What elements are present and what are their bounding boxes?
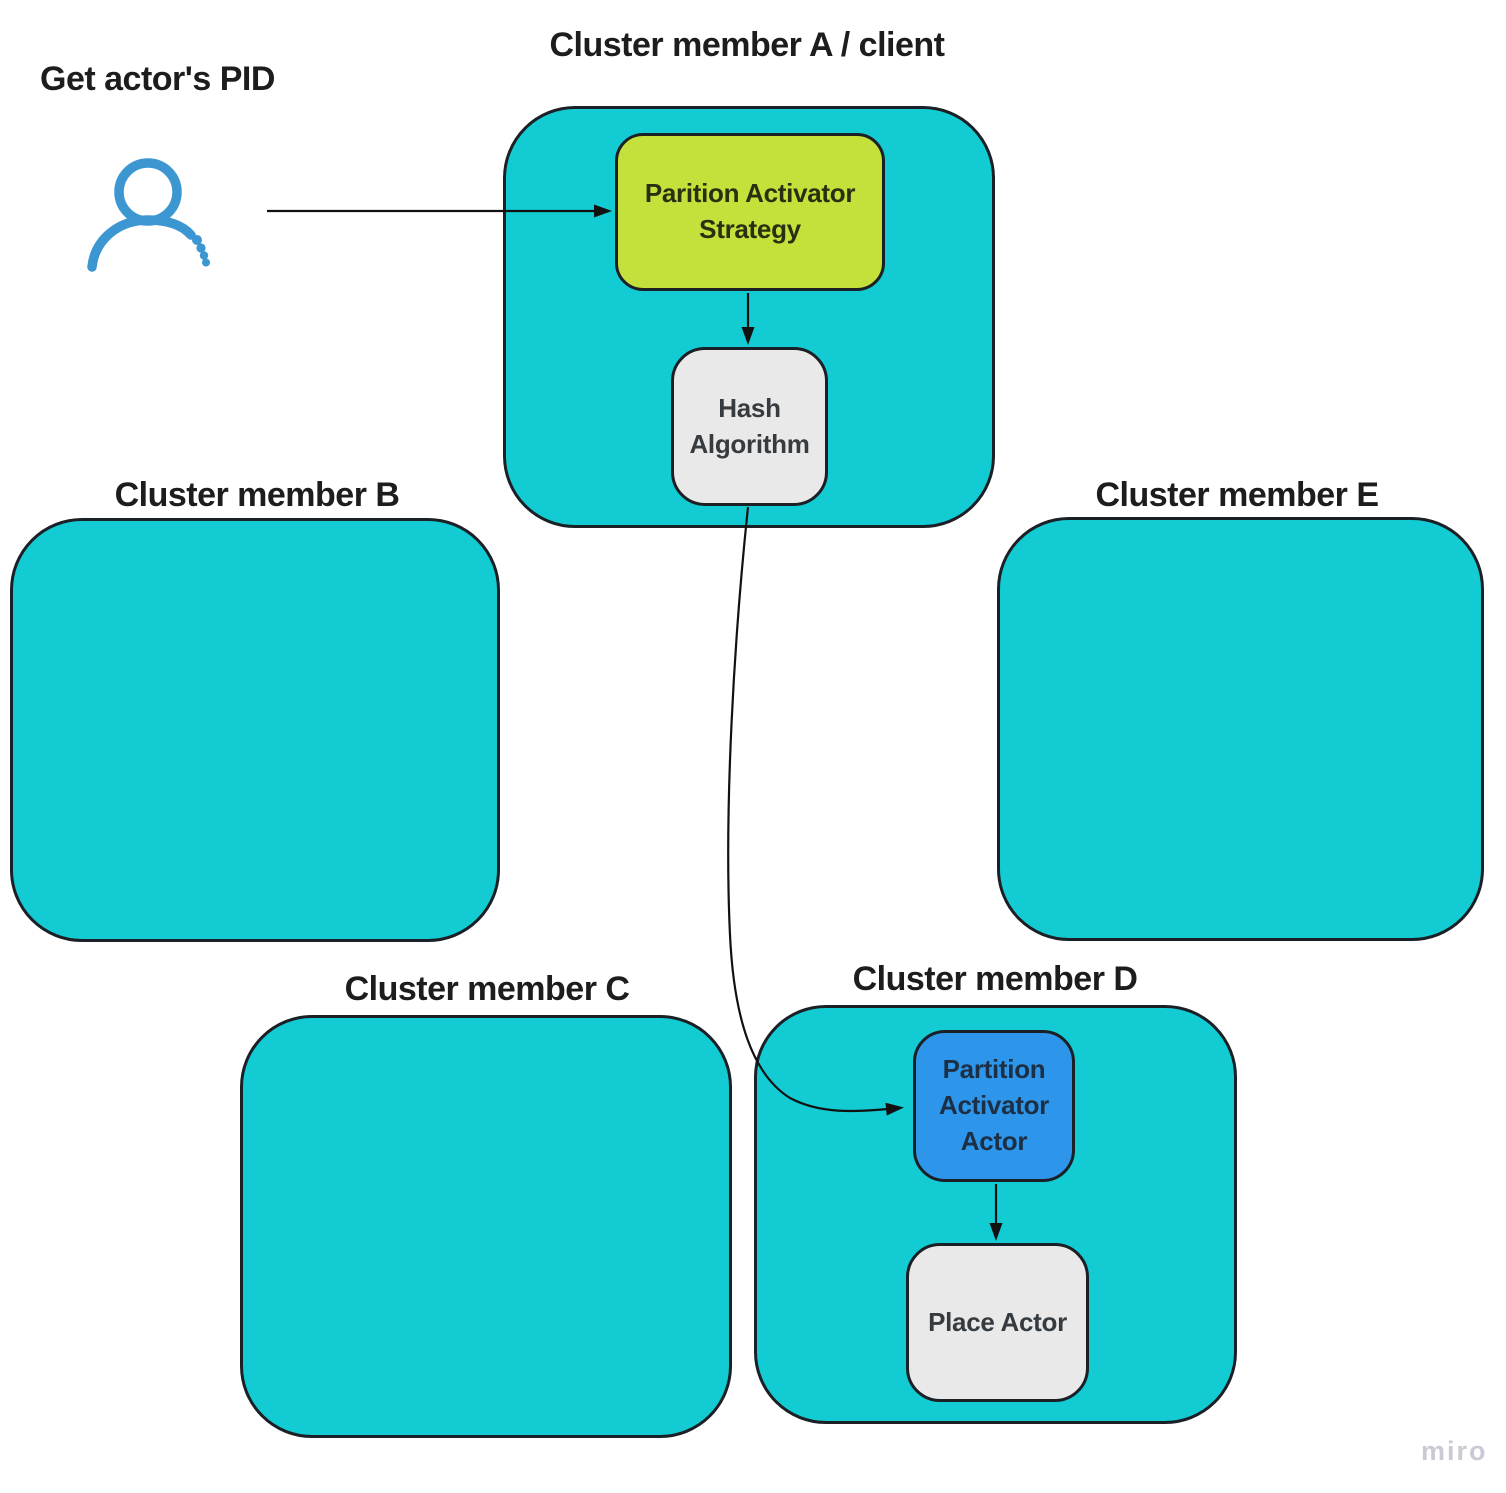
user-icon-dot [192,235,202,245]
cluster-b-label[interactable]: Cluster member B [114,476,400,514]
user-icon-head [114,158,182,226]
user-icon[interactable] [80,140,240,290]
place-actor-label: Place Actor [928,1306,1067,1337]
partition-activator-actor-node[interactable]: Partition Activator Actor [913,1030,1075,1182]
cluster-c-box[interactable] [240,1015,732,1438]
user-icon-svg [87,158,210,272]
get-actors-pid-label[interactable]: Get actor's PID [40,60,275,98]
cluster-a-label[interactable]: Cluster member A / client [549,26,946,64]
partition-activator-strategy-node[interactable]: Parition Activator Strategy [615,133,885,291]
user-icon-dot [202,258,210,267]
user-icon-dot [196,243,206,253]
cluster-b-box[interactable] [10,518,500,942]
cluster-d-label[interactable]: Cluster member D [852,960,1138,998]
user-icon-body [87,215,196,272]
hash-algorithm-node[interactable]: Hash Algorithm [671,347,828,506]
hash-algorithm-label: Hash Algorithm [689,392,810,459]
cluster-e-box[interactable] [997,517,1484,941]
miro-watermark: miro [1421,1436,1488,1466]
cluster-e-label[interactable]: Cluster member E [1095,476,1380,514]
cluster-c-label[interactable]: Cluster member C [344,970,630,1008]
partition-activator-strategy-label: Parition Activator Strategy [644,178,856,244]
user-icon-dot [199,251,209,260]
connector-hash-to-actor[interactable] [727,506,904,1116]
place-actor-node[interactable]: Place Actor [906,1243,1089,1402]
partition-activator-actor-label: Partition Activator Actor [939,1054,1049,1156]
